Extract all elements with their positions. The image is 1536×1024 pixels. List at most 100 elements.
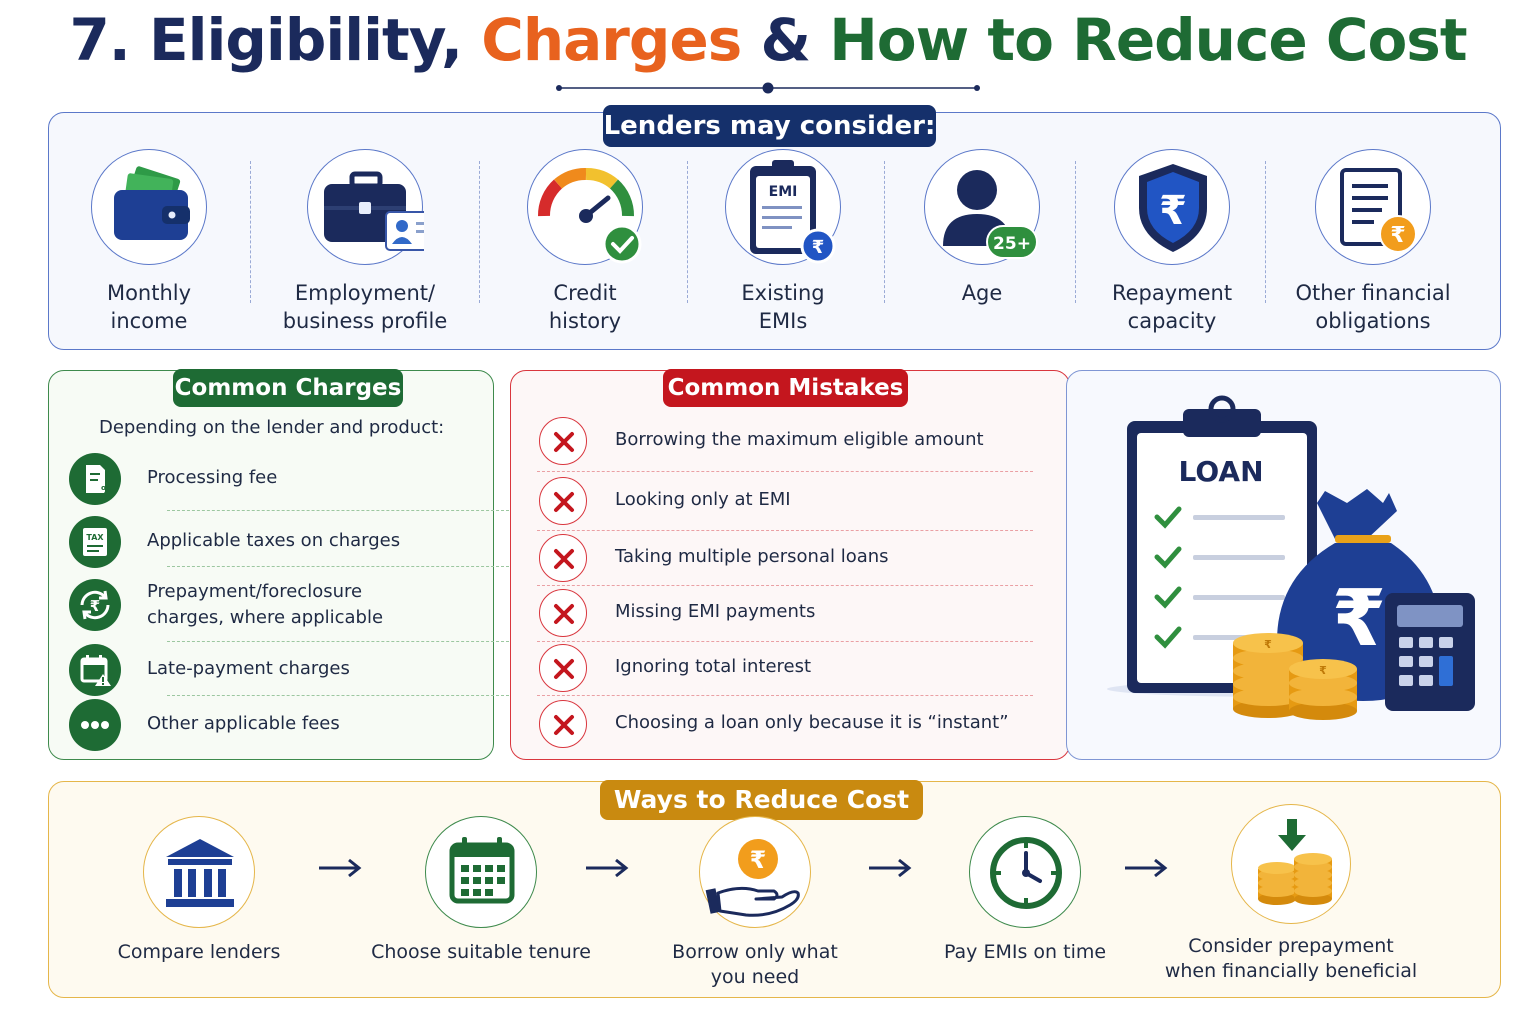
mistake-label: Looking only at EMI: [615, 489, 791, 510]
person-icon: 25+: [924, 149, 1040, 265]
svg-text:₹: ₹: [1390, 223, 1405, 248]
divider: [537, 585, 1033, 586]
mistake-item: Borrowing the maximum eligible amount: [537, 417, 1057, 467]
svg-text:₹: ₹: [1332, 574, 1386, 664]
cross-icon: [539, 700, 587, 748]
factor-label: Employment/business profile: [282, 281, 448, 333]
page-title: 7. Eligibility, Charges & How to Reduce …: [0, 4, 1536, 76]
loan-illustration-panel: LOAN ₹ ₹: [1066, 370, 1501, 760]
step-pay-on-time: Pay EMIs on time: [895, 816, 1155, 965]
divider: [537, 530, 1033, 531]
divider: [167, 641, 509, 642]
factor-label: Age: [961, 281, 1003, 305]
svg-text:₹: ₹: [812, 237, 825, 258]
divider: [250, 161, 251, 303]
calendar-icon: [425, 816, 537, 928]
reduce-heading: Ways to Reduce Cost: [600, 780, 923, 820]
svg-text:%: %: [101, 484, 112, 497]
divider: [537, 641, 1033, 642]
title-part-ampersand: &: [760, 6, 811, 74]
mistake-item: Missing EMI payments: [537, 589, 1057, 639]
charge-label: Other applicable fees: [147, 713, 340, 734]
cross-icon: [539, 589, 587, 637]
arrow-right-icon: [1125, 858, 1168, 878]
coin-stack-left: ₹: [1233, 633, 1303, 718]
cross-icon: [539, 534, 587, 582]
emi-clipboard-icon: EMI ₹: [725, 149, 841, 265]
lenders-heading: Lenders may consider:: [603, 105, 936, 147]
rupee-cycle-icon: ₹: [69, 579, 121, 631]
svg-text:TAX: TAX: [86, 533, 104, 542]
mistake-label: Taking multiple personal loans: [615, 546, 889, 567]
mistake-item: Taking multiple personal loans: [537, 534, 1057, 584]
divider: [537, 471, 1033, 472]
svg-text:₹: ₹: [1264, 638, 1272, 651]
mistakes-panel: Common Mistakes Borrowing the maximum el…: [510, 369, 1070, 760]
coins-down-arrow-icon: [1231, 804, 1351, 924]
charges-panel: Common Charges Depending on the lender a…: [48, 369, 509, 760]
reduce-cost-panel: Ways to Reduce Cost Compare lenders: [48, 780, 1501, 998]
more-dots-icon: [69, 699, 121, 751]
svg-text:₹: ₹: [1159, 188, 1187, 234]
divider: [537, 695, 1033, 696]
hand-rupee-coin-icon: ₹: [699, 816, 811, 928]
rupee-shield-icon: ₹: [1114, 149, 1230, 265]
mistake-item: Choosing a loan only because it is “inst…: [537, 700, 1057, 750]
arrow-right-icon: [586, 858, 629, 878]
calendar-warning-icon: [69, 644, 121, 696]
step-label: Compare lenders: [117, 941, 281, 963]
factor-employment-profile: Employment/business profile: [265, 149, 465, 335]
step-label: Choose suitable tenure: [371, 941, 591, 963]
cross-icon: [539, 417, 587, 465]
divider: [1265, 161, 1266, 303]
factor-age: 25+ Age: [882, 149, 1082, 307]
title-divider: [556, 82, 980, 94]
charges-subtitle: Depending on the lender and product:: [99, 417, 445, 438]
charges-heading: Common Charges: [173, 369, 403, 407]
arrow-right-icon: [319, 858, 362, 878]
arrow-right-icon: [869, 858, 912, 878]
mistake-item: Ignoring total interest: [537, 644, 1057, 694]
divider: [884, 161, 885, 303]
mistake-item: Looking only at EMI: [537, 477, 1057, 527]
step-label: Pay EMIs on time: [943, 941, 1107, 963]
svg-text:₹: ₹: [750, 846, 767, 874]
divider: [1075, 161, 1076, 303]
svg-text:₹: ₹: [1319, 664, 1327, 677]
charge-label: Late-payment charges: [147, 658, 350, 679]
svg-text:₹: ₹: [90, 597, 100, 615]
cross-icon: [539, 644, 587, 692]
document-rupee-icon: ₹: [1315, 149, 1431, 265]
divider: [479, 161, 480, 303]
divider: [687, 161, 688, 303]
divider: [167, 566, 509, 567]
mistake-label: Borrowing the maximum eligible amount: [615, 429, 984, 450]
svg-text:EMI: EMI: [769, 184, 798, 200]
title-part-charges: Charges: [481, 6, 742, 74]
percent-document-icon: %: [69, 453, 121, 505]
mistake-label: Ignoring total interest: [615, 656, 812, 677]
loan-illustration: LOAN ₹ ₹: [1107, 395, 1475, 720]
charge-label: Processing fee: [147, 467, 278, 488]
title-part-eligibility: 7. Eligibility,: [69, 6, 463, 74]
loan-clipboard-title: LOAN: [1179, 455, 1264, 488]
charge-label: Applicable taxes on charges: [147, 530, 401, 551]
wallet-icon: [91, 149, 207, 265]
title-part-reduce-cost: How to Reduce Cost: [829, 6, 1467, 74]
step-compare-lenders: Compare lenders: [69, 816, 329, 965]
